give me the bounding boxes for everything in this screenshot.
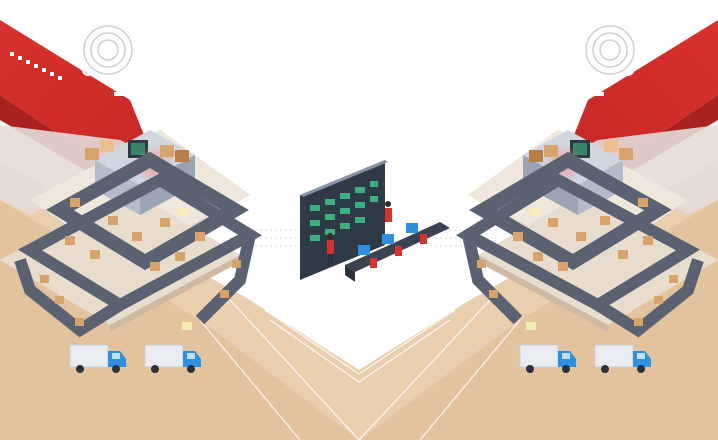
truck-icon — [144, 344, 201, 373]
control-room-icon — [300, 160, 450, 282]
conveyor-icon — [114, 86, 128, 96]
parcel-boxes — [477, 140, 678, 330]
truck-icon — [594, 344, 651, 373]
truck-icon — [519, 344, 576, 373]
wireless-signal-icon — [83, 25, 133, 75]
warehouse-robot-icon — [656, 40, 666, 51]
grid-path — [199, 279, 521, 440]
gear-icon — [82, 64, 94, 76]
conveyor-icon — [590, 86, 604, 96]
operator-figures — [327, 201, 427, 268]
left-robot-arm — [0, 20, 150, 215]
warehouse-robot-icon — [50, 40, 60, 51]
parcel-boxes — [40, 140, 241, 330]
truck-icon — [69, 344, 126, 373]
left-sorting-station — [0, 130, 263, 338]
right-sorting-station — [455, 130, 718, 338]
wireless-signal-icon — [585, 25, 635, 75]
